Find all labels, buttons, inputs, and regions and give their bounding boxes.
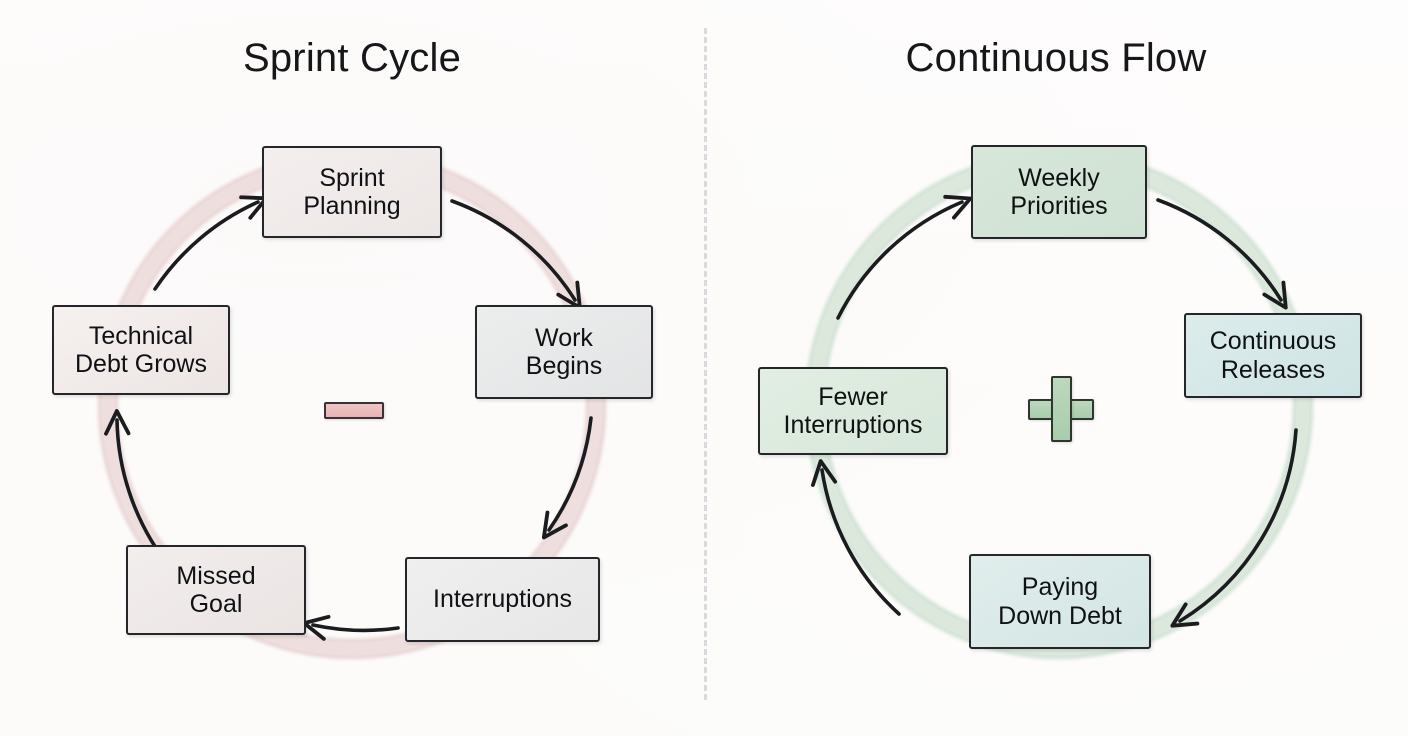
node-line: Weekly [1018, 163, 1100, 192]
node-line: Goal [189, 590, 243, 618]
node-line: Technical [88, 321, 194, 350]
node-line: Paying [1021, 573, 1099, 601]
node-line: Fewer [818, 382, 888, 411]
node-line: Debt Grows [75, 350, 207, 378]
node-line: Begins [525, 352, 603, 380]
node-work-begins[interactable]: Work Begins [475, 305, 653, 399]
node-paying-down-debt[interactable]: Paying Down Debt [969, 554, 1151, 649]
node-fewer-interruptions[interactable]: Fewer Interruptions [758, 367, 948, 455]
node-sprint-planning[interactable]: Sprint Planning [262, 146, 442, 238]
node-continuous-releases[interactable]: Continuous Releases [1184, 313, 1362, 398]
node-line: Planning [303, 192, 401, 220]
panel-title-sprint-cycle: Sprint Cycle [242, 36, 462, 80]
node-line: Sprint [319, 163, 385, 192]
node-missed-goal[interactable]: Missed Goal [126, 545, 306, 635]
node-line: Interruptions [433, 585, 572, 614]
node-line: Down Debt [998, 601, 1122, 630]
node-technical-debt-grows[interactable]: Technical Debt Grows [52, 305, 230, 395]
node-line: Interruptions [783, 411, 923, 439]
node-interruptions[interactable]: Interruptions [405, 557, 600, 642]
node-line: Continuous [1209, 327, 1337, 355]
node-line: Work [535, 323, 593, 352]
node-line: Priorities [1010, 192, 1108, 220]
node-weekly-priorities[interactable]: Weekly Priorities [971, 145, 1147, 239]
node-line: Missed [176, 561, 256, 590]
panel-title-continuous-flow: Continuous Flow [905, 36, 1207, 80]
panel-divider [704, 28, 707, 700]
plus-sign-icon [1028, 376, 1094, 442]
node-line: Releases [1220, 355, 1326, 384]
